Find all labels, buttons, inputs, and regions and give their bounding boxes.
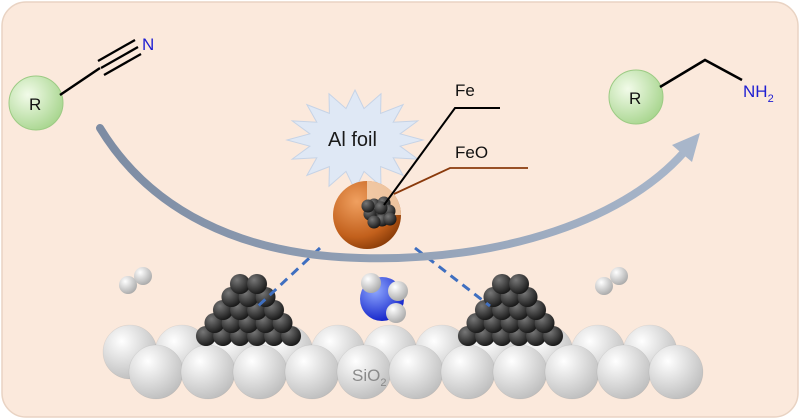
silica-sphere	[284, 344, 340, 400]
r-group-circle-product	[608, 69, 664, 125]
fe-callout-line	[383, 107, 500, 206]
fe-cluster-left	[195, 273, 302, 347]
fe-core-atom	[367, 215, 381, 229]
nitrile-molecule: R N	[8, 35, 154, 131]
nitrile-n-label: N	[142, 35, 154, 54]
hydrogen-atom	[134, 267, 152, 285]
reaction-arrow	[96, 124, 694, 263]
fe-core-atom	[383, 212, 397, 226]
c-c-bond	[59, 66, 101, 97]
silica-sphere	[440, 344, 496, 400]
fe-atom	[508, 273, 530, 295]
silica-sphere	[596, 344, 652, 400]
fe-core	[361, 196, 397, 229]
amine-nh2-label: NH2	[743, 82, 774, 105]
silica-sphere	[180, 344, 236, 400]
ammonia-h-atom	[361, 273, 381, 293]
sio2-support	[102, 324, 704, 400]
ammonia-molecule	[360, 273, 408, 323]
amine-r-label: R	[629, 89, 641, 108]
ammonia-h-atom	[386, 303, 406, 323]
feo-label: FeO	[455, 143, 488, 162]
core-shell-particle	[333, 181, 401, 249]
hydrogen-atom	[610, 267, 628, 285]
triple-bond-c	[103, 52, 142, 77]
hydrogen-atom	[119, 276, 137, 294]
nitrile-r-label: R	[29, 95, 41, 114]
silica-sphere	[544, 344, 600, 400]
fe-core-atom	[361, 199, 375, 213]
triple-bond-a	[97, 38, 136, 63]
fe-cluster-right	[457, 273, 564, 347]
c-c-n-bonds	[659, 58, 743, 89]
feo-callout-line	[393, 167, 528, 195]
sio2-label: SiO2	[352, 366, 386, 389]
silica-sphere	[232, 344, 288, 400]
silica-sphere	[128, 344, 184, 400]
fe-label: Fe	[455, 81, 475, 100]
hydrogen-atom	[595, 277, 613, 295]
fe-atom	[246, 273, 268, 295]
r-group-circle	[8, 75, 64, 131]
hydrogen-molecule-right	[595, 267, 628, 295]
silica-sphere	[388, 344, 444, 400]
reaction-arrow-head	[672, 133, 700, 162]
silica-sphere	[492, 344, 548, 400]
triple-bond-b	[100, 45, 139, 70]
hydrogen-molecule-left	[119, 267, 152, 294]
amine-molecule: R NH2	[608, 58, 774, 125]
ammonia-h-atom	[388, 281, 408, 301]
al-foil-label: Al foil	[328, 129, 377, 151]
silica-sphere	[648, 344, 704, 400]
